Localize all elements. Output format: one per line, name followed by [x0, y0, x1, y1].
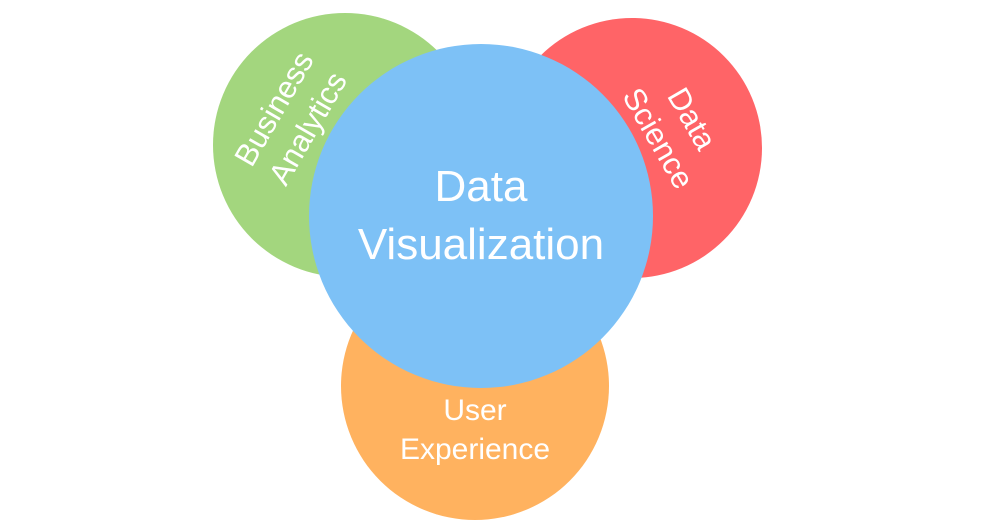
user-experience-label: User Experience	[400, 394, 550, 466]
data-visualization-circle	[309, 44, 653, 388]
user-experience-label-line-2: Experience	[400, 433, 550, 466]
data-visualization-label-line-1: Data	[435, 162, 528, 211]
data-visualization-label: Data Visualization	[358, 162, 604, 269]
data-visualization-label-line-2: Visualization	[358, 220, 604, 269]
user-experience-label-line-1: User	[443, 394, 506, 427]
